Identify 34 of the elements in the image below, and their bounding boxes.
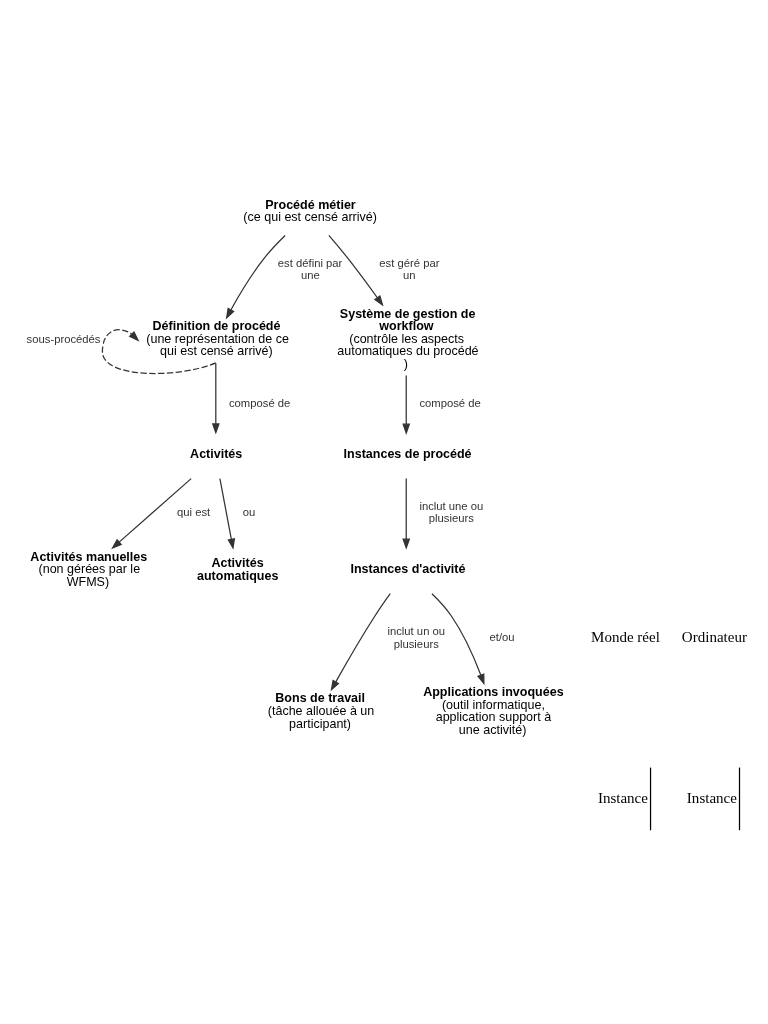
node-text: Bons de travail (tâche allouée à un participant): [267, 691, 375, 731]
arrow: [402, 374, 411, 435]
edge-label: inclut une ou plusieurs: [419, 499, 484, 525]
node-text: Activités manuelles (non gérées par le WFMS): [30, 549, 148, 589]
arrow: [225, 234, 286, 320]
label: Monde réel: [591, 629, 660, 646]
edge-label: et/ou: [489, 631, 515, 644]
label: Ordinateur: [681, 629, 747, 646]
node-text: Activités: [190, 446, 243, 461]
node-text: Définition de procédé (une représentation de ce qui est censé arrivé): [146, 319, 289, 359]
edge-label: composé de: [419, 397, 481, 410]
node-text: Instances de procédé: [343, 446, 472, 461]
label: Instance: [686, 789, 737, 806]
edge-label: qui est: [176, 506, 211, 519]
arrow: [402, 478, 411, 550]
edge-label: inclut un ou plusieurs: [387, 625, 446, 650]
arrow: [211, 362, 220, 435]
arrow: [219, 478, 236, 550]
arrow: [431, 593, 485, 686]
label: Instance: [597, 789, 648, 806]
node-text: Instances d'activité: [350, 561, 466, 576]
edge-label: est géré par un: [379, 256, 440, 282]
node-text: Activités automatiques: [197, 556, 279, 583]
edge-label: ou: [242, 506, 256, 519]
arrow: [101, 329, 217, 375]
node-text: Applications invoquées (outil informatique, application support à une activité): [423, 685, 564, 737]
edge-label: composé de: [228, 397, 291, 410]
edge-label: sous-procédés: [26, 333, 101, 346]
edge-label: est défini par une: [277, 256, 343, 282]
node-text: Système de gestion de workflow (contrôle les aspects automatiques du procédé ): [337, 306, 479, 371]
node-text: Procédé métier (ce qui est censé arrivé): [243, 197, 377, 225]
arrow: [328, 234, 384, 307]
arrow: [111, 478, 192, 550]
arrow: [330, 593, 391, 692]
